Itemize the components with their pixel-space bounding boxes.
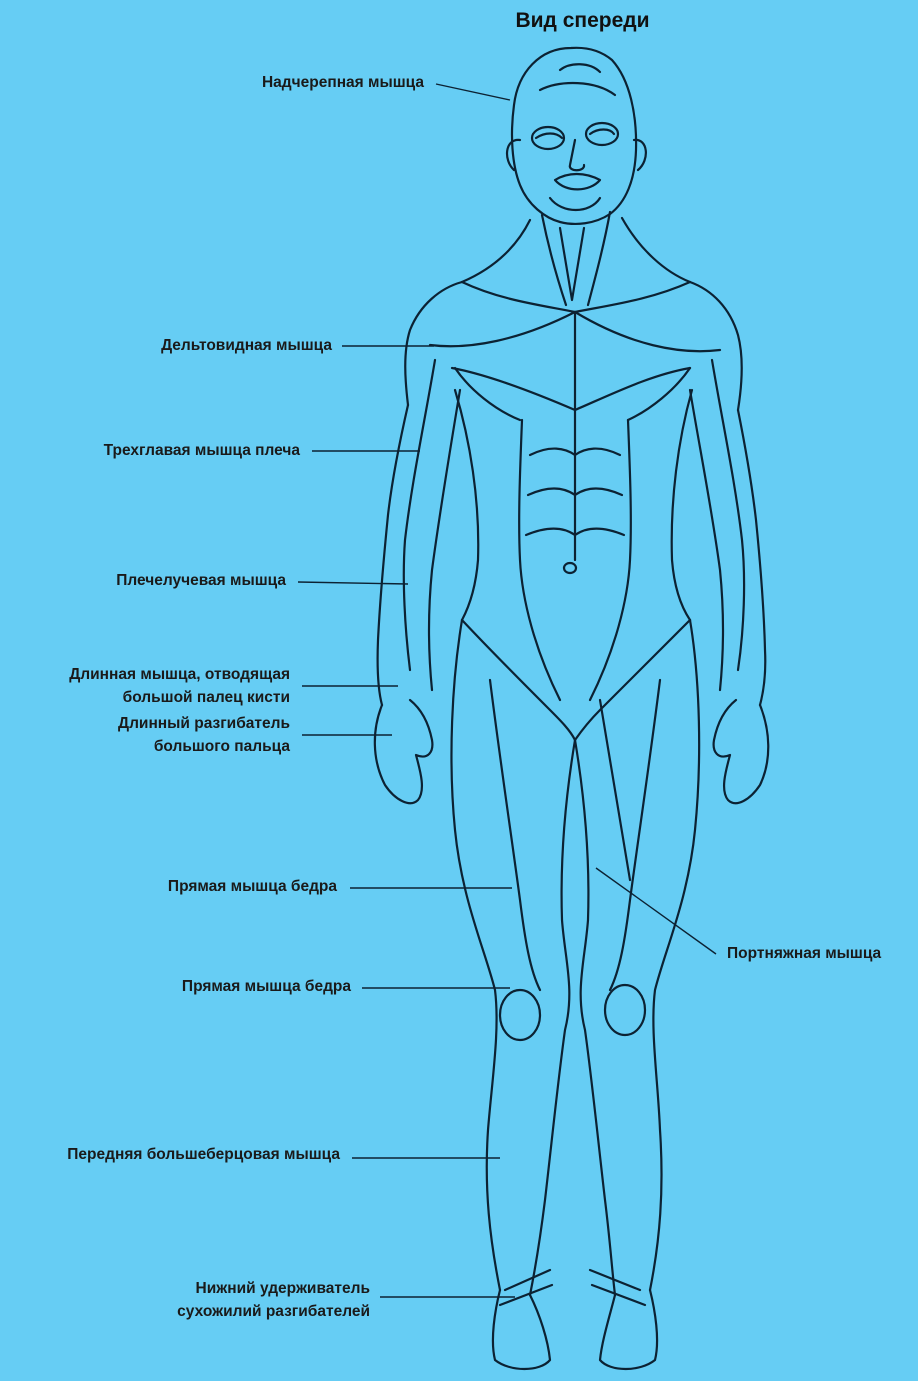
label-pryamaya-bedra-1: Прямая мышца бедра — [168, 877, 337, 897]
label-dlinny-razgibatel-line2: большого пальца — [154, 737, 290, 757]
label-nadcherepnaya: Надчерепная мышца — [262, 73, 424, 93]
label-nizhny-uderzhivatel-line1: Нижний удерживатель — [196, 1279, 370, 1299]
label-deltovidnaya: Дельтовидная мышца — [161, 336, 332, 356]
label-plecheluchevaya: Плечелучевая мышца — [116, 571, 286, 591]
label-dlinnaya-otvodyashchaya-line1: Длинная мышца, отводящая — [69, 665, 290, 685]
label-dlinny-razgibatel-line1: Длинный разгибатель — [118, 714, 290, 734]
label-perednyaya-bolshebertsovaya: Передняя большеберцовая мышца — [67, 1145, 340, 1165]
label-portnyazhnaya: Портняжная мышца — [727, 944, 881, 964]
label-pryamaya-bedra-2: Прямая мышца бедра — [182, 977, 351, 997]
label-trehglavaya: Трехглавая мышца плеча — [104, 441, 300, 461]
label-nizhny-uderzhivatel-line2: сухожилий разгибателей — [177, 1302, 370, 1322]
diagram-title: Вид спереди — [430, 9, 735, 33]
label-dlinnaya-otvodyashchaya-line2: большой палец кисти — [123, 688, 290, 708]
